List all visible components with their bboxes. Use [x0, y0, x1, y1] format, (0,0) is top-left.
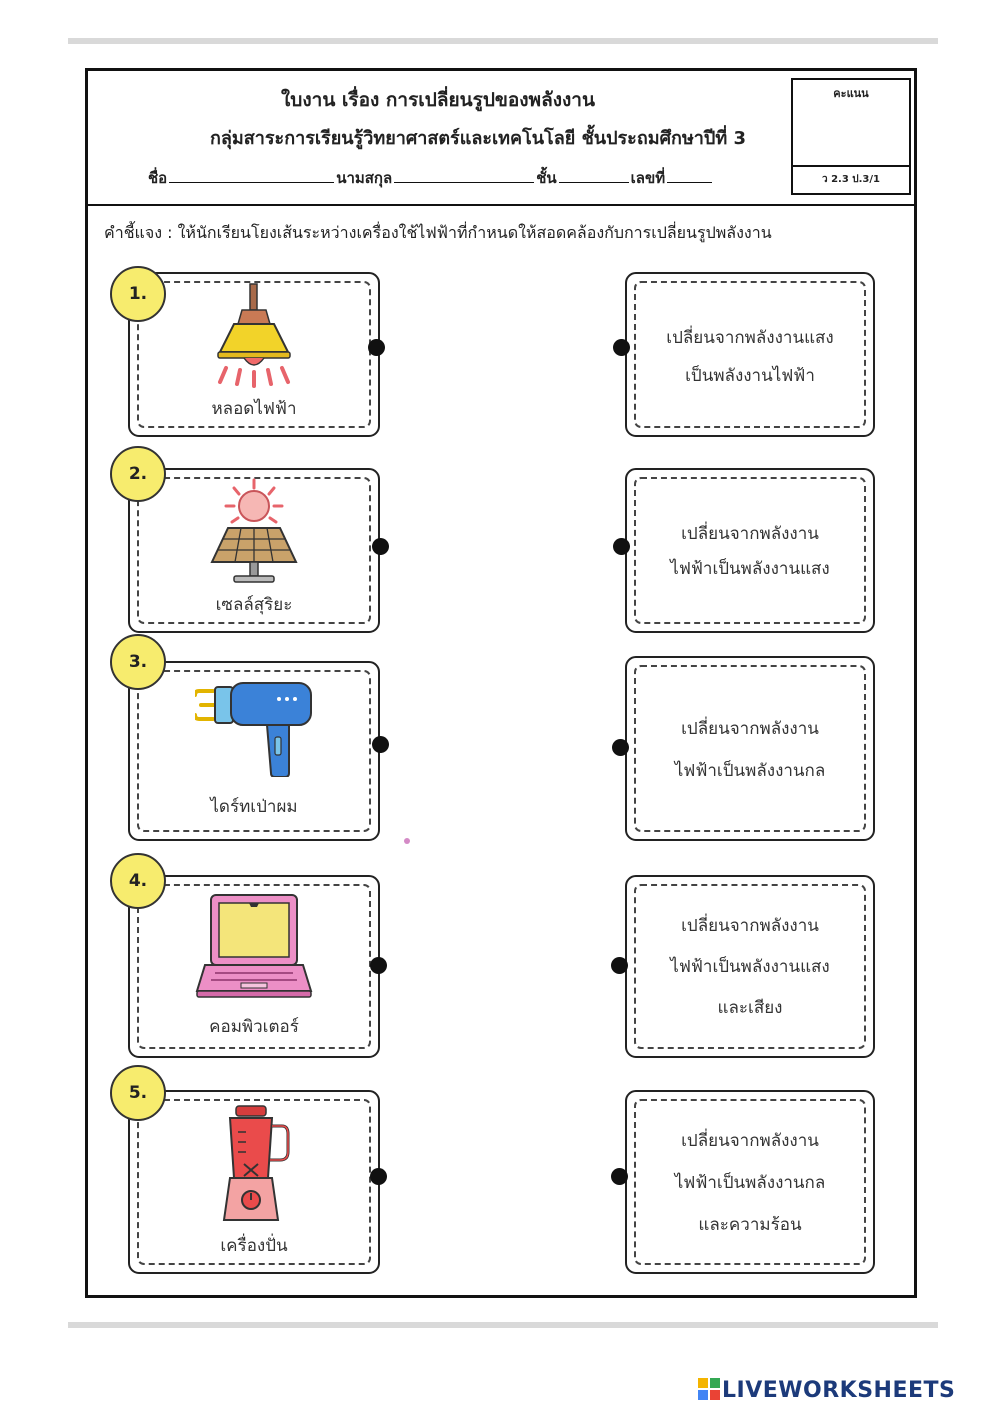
answer-line: ไฟฟ้าเป็นพลังงานแสง: [670, 957, 830, 977]
bottom-divider: [68, 1322, 938, 1328]
right-connector-dot-1[interactable]: [613, 339, 630, 356]
name-field[interactable]: [169, 168, 335, 183]
number-field[interactable]: [667, 168, 713, 183]
left-connector-dot-4[interactable]: [370, 957, 387, 974]
answer-card-3: เปลี่ยนจากพลังงาน ไฟฟ้าเป็นพลังงานกล: [625, 656, 875, 841]
answer-line: เป็นพลังงานไฟฟ้า: [685, 366, 815, 386]
right-connector-dot-2[interactable]: [613, 538, 630, 555]
item-number-badge-1: 1.: [110, 266, 166, 322]
instruction-text: คำชี้แจง : ให้นักเรียนโยงเส้นระหว่างเครื…: [104, 223, 772, 242]
item-number-badge-5: 5.: [110, 1065, 166, 1121]
standard-code: ว 2.3 ป.3/1: [793, 165, 909, 193]
answer-line: ไฟฟ้าเป็นพลังงานแสง: [670, 559, 830, 579]
score-label: คะแนน: [833, 87, 869, 100]
top-divider: [68, 38, 938, 44]
item-number-badge-3: 3.: [110, 634, 166, 690]
answer-card-2: เปลี่ยนจากพลังงาน ไฟฟ้าเป็นพลังงานแสง: [625, 468, 875, 633]
left-connector-dot-5[interactable]: [370, 1168, 387, 1185]
answer-line: เปลี่ยนจากพลังงาน: [681, 1131, 819, 1151]
answer-line: และเสียง: [717, 998, 783, 1018]
item-card-2: เซลล์สุริยะ: [128, 468, 380, 633]
number-label: เลขที่: [630, 169, 666, 187]
answer-line: เปลี่ยนจากพลังงานแสง: [666, 328, 834, 348]
solar-cell-icon: [210, 478, 298, 583]
class-label: ชั้น: [536, 169, 557, 187]
surname-label: นามสกุล: [336, 169, 393, 187]
left-connector-dot-1[interactable]: [368, 339, 385, 356]
item-label-5: เครื่องปั่น: [220, 1236, 288, 1256]
left-connector-dot-3[interactable]: [372, 736, 389, 753]
answer-line: เปลี่ยนจากพลังงาน: [681, 719, 819, 739]
score-box: คะแนน ว 2.3 ป.3/1: [791, 78, 911, 195]
name-label: ชื่อ: [148, 169, 168, 187]
answer-line: และความร้อน: [698, 1215, 802, 1235]
brand-name: LIVEWORKSHEETS: [722, 1378, 956, 1403]
item-card-4: คอมพิวเตอร์: [128, 875, 380, 1058]
worksheet: ใบงาน เรื่อง การเปลี่ยนรูปของพลังงาน กลุ…: [85, 68, 917, 1298]
answer-card-5: เปลี่ยนจากพลังงาน ไฟฟ้าเป็นพลังงานกล และ…: [625, 1090, 875, 1274]
surname-field[interactable]: [394, 168, 535, 183]
class-field[interactable]: [558, 168, 629, 183]
liveworksheets-logo-icon: [698, 1378, 720, 1400]
right-connector-dot-5[interactable]: [611, 1168, 628, 1185]
answer-line: ไฟฟ้าเป็นพลังงานกล: [674, 761, 826, 781]
item-label-1: หลอดไฟฟ้า: [211, 399, 297, 419]
answer-card-4: เปลี่ยนจากพลังงาน ไฟฟ้าเป็นพลังงานแสง แล…: [625, 875, 875, 1058]
answer-card-1: เปลี่ยนจากพลังงานแสง เป็นพลังงานไฟฟ้า: [625, 272, 875, 437]
liveworksheets-logo: LIVEWORKSHEETS: [698, 1378, 955, 1403]
item-number-badge-2: 2.: [110, 446, 166, 502]
right-connector-dot-3[interactable]: [612, 739, 629, 756]
student-info-line: ชื่อ นามสกุล ชั้น เลขที่: [148, 166, 714, 190]
answer-line: เปลี่ยนจากพลังงาน: [681, 524, 819, 544]
item-number-badge-4: 4.: [110, 853, 166, 909]
answer-line: เปลี่ยนจากพลังงาน: [681, 916, 819, 936]
worksheet-subtitle: กลุ่มสาระการเรียนรู้วิทยาศาสตร์และเทคโนโ…: [209, 128, 746, 149]
worksheet-title: ใบงาน เรื่อง การเปลี่ยนรูปของพลังงาน: [281, 89, 595, 111]
item-label-4: คอมพิวเตอร์: [209, 1017, 299, 1037]
hair-dryer-icon: [195, 682, 312, 777]
answer-line: ไฟฟ้าเป็นพลังงานกล: [674, 1173, 826, 1193]
right-connector-dot-4[interactable]: [611, 957, 628, 974]
item-card-5: เครื่องปั่น: [128, 1090, 380, 1274]
blender-icon: [222, 1105, 290, 1221]
laptop-icon: [195, 894, 313, 998]
item-label-2: เซลล์สุริยะ: [215, 595, 293, 615]
item-card-3: ไดร์ทเป่าผม: [128, 661, 380, 841]
worksheet-header: ใบงาน เรื่อง การเปลี่ยนรูปของพลังงาน กลุ…: [88, 71, 914, 206]
stray-mark: [404, 838, 410, 844]
light-bulb-icon: [217, 283, 291, 388]
left-connector-dot-2[interactable]: [372, 538, 389, 555]
item-label-3: ไดร์ทเป่าผม: [210, 797, 298, 817]
